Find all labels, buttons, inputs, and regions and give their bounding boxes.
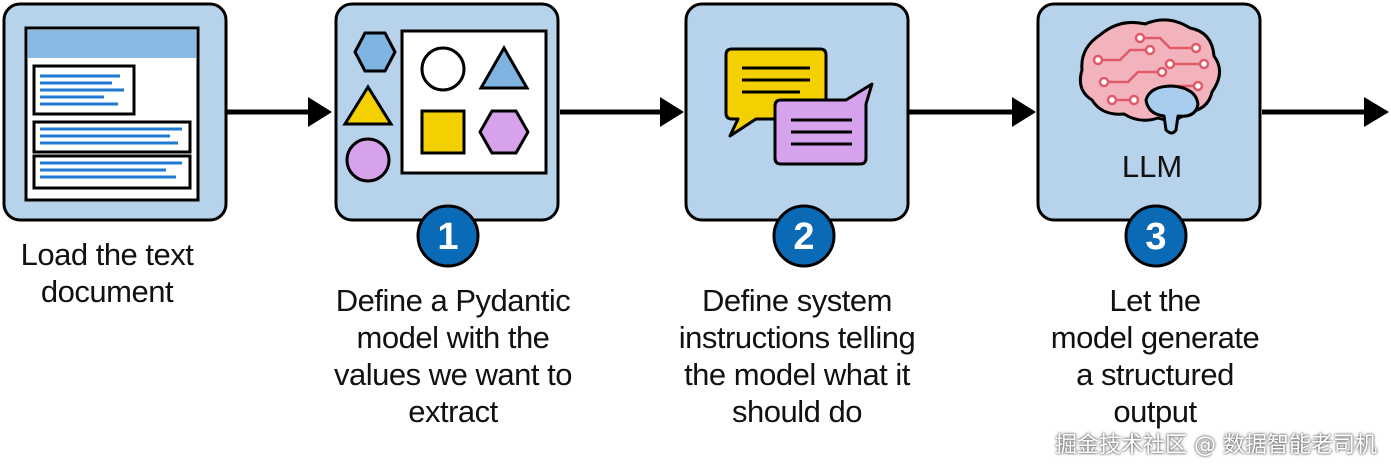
caption-line: output [1113, 394, 1197, 429]
document-block-3 [32, 154, 192, 190]
caption-line: Load the text [20, 237, 194, 272]
badge-step-1-number: 1 [437, 216, 458, 258]
badge-step-1: 1 [416, 204, 480, 268]
triangle-icon [342, 84, 394, 126]
caption-line: values we want to [334, 357, 572, 392]
circle-icon [345, 137, 391, 183]
badge-step-2-number: 2 [793, 216, 814, 258]
caption-line: the model what it [684, 357, 910, 392]
step-badges: 1 2 3 [416, 204, 1188, 268]
caption-line: document [40, 274, 174, 309]
caption-line: Let the [1109, 283, 1201, 318]
caption-line: instructions telling [678, 320, 916, 355]
arrow-head-2 [660, 97, 684, 127]
badge-step-3: 3 [1124, 204, 1188, 268]
caption-pydantic-model: Define a Pydantic model with the values … [326, 282, 580, 430]
brain-nodes [1092, 32, 1210, 106]
caption-line: a structured [1076, 357, 1234, 392]
caption-line: model generate [1050, 320, 1260, 355]
blue-triangle-icon [478, 44, 530, 90]
caption-line: Define system [702, 283, 892, 318]
step-pydantic-model [334, 2, 560, 222]
watermark: 掘金技术社区 @ 数据智能老司机 [1055, 433, 1377, 458]
purple-bubble-lines [791, 118, 852, 146]
badge-step-2: 2 [772, 204, 836, 268]
brain-icon [1078, 18, 1221, 135]
square-icon [420, 109, 466, 155]
connector-arrows [226, 97, 1389, 127]
document-header-bar [28, 30, 196, 58]
badge-step-3-number: 3 [1145, 216, 1166, 258]
yellow-bubble-lines [742, 66, 810, 94]
brain-stem [1144, 84, 1200, 135]
document-icon [24, 26, 200, 202]
document-block-2-lines [40, 127, 182, 145]
purple-hexagon-icon [478, 109, 530, 155]
chat-bubble-icon [724, 47, 874, 166]
document-block-1-lines [40, 74, 124, 106]
outline-circle-icon [420, 46, 466, 92]
caption-system-instructions: Define system instructions telling the m… [664, 282, 930, 430]
caption-line: model with the [356, 320, 550, 355]
caption-line: Define a Pydantic [335, 283, 571, 318]
arrow-head-4 [1364, 97, 1389, 127]
arrow-head-1 [308, 97, 332, 127]
step-load-document [2, 2, 228, 222]
step-llm-generate: LLM [1036, 2, 1262, 222]
step-system-instructions [684, 2, 910, 222]
caption-line: should do [732, 394, 862, 429]
caption-line: extract [408, 394, 498, 429]
llm-label: LLM [1122, 149, 1182, 184]
document-block-3-lines [40, 161, 182, 179]
hexagon-icon [353, 31, 397, 73]
arrow-head-3 [1012, 97, 1036, 127]
caption-llm-generate: Let the model generate a structured outp… [1030, 282, 1280, 430]
caption-load-document: Load the text document [0, 236, 214, 310]
